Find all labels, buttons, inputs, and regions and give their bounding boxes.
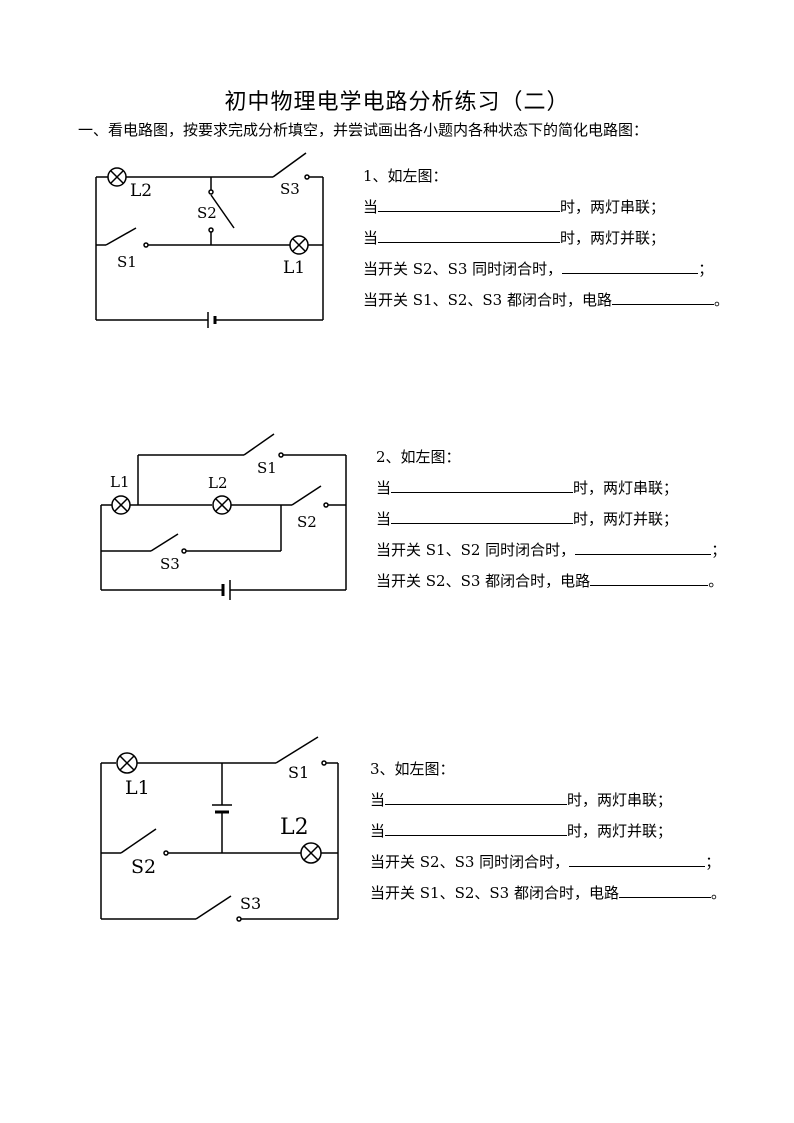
q3-parallel-line: 当时，两灯并联； bbox=[370, 821, 673, 840]
q1-line4-blank[interactable] bbox=[612, 290, 714, 305]
lamp-l2-symbol bbox=[212, 495, 232, 515]
question-1-heading: 1、如左图： bbox=[363, 167, 448, 185]
question-3-heading: 3、如左图： bbox=[370, 760, 455, 778]
q1-line4: 当开关 S1、S2、S3 都闭合时，电路。 bbox=[363, 290, 730, 309]
circuit-diagram-2 bbox=[96, 428, 356, 603]
q3-series-line: 当时，两灯串联； bbox=[370, 790, 673, 809]
lamp-l2-symbol bbox=[107, 167, 127, 187]
q2-series-blank[interactable] bbox=[391, 478, 574, 493]
circuit-diagram-1 bbox=[90, 150, 340, 335]
q2-line4-blank[interactable] bbox=[590, 571, 709, 586]
q1-series-line: 当时，两灯串联； bbox=[363, 197, 666, 216]
q3-line3-blank[interactable] bbox=[569, 852, 706, 867]
lamp-l1-symbol bbox=[116, 752, 138, 774]
circuit1-label-l1: L1 bbox=[283, 258, 306, 278]
q2-line4: 当开关 S2、S3 都闭合时，电路。 bbox=[376, 571, 724, 590]
circuit1-label-s1: S1 bbox=[117, 253, 137, 271]
lamp-l2-symbol bbox=[300, 842, 322, 864]
circuit2-label-s3: S3 bbox=[160, 555, 180, 573]
q2-parallel-blank[interactable] bbox=[391, 509, 574, 524]
circuit3-label-s3: S3 bbox=[240, 894, 262, 913]
q2-series-line: 当时，两灯串联； bbox=[376, 478, 679, 497]
question-2-heading: 2、如左图： bbox=[376, 448, 461, 466]
circuit3-label-s1: S1 bbox=[288, 763, 310, 782]
lamp-l1-symbol bbox=[111, 495, 131, 515]
circuit3-label-l2: L2 bbox=[280, 815, 309, 840]
circuit1-label-s3: S3 bbox=[280, 180, 300, 198]
q2-parallel-line: 当时，两灯并联； bbox=[376, 509, 679, 528]
circuit3-label-l1: L1 bbox=[125, 777, 150, 799]
circuit2-label-l2: L2 bbox=[208, 474, 228, 492]
page-title: 初中物理电学电路分析练习（二） bbox=[224, 90, 570, 115]
q3-series-blank[interactable] bbox=[385, 790, 568, 805]
q1-parallel-blank[interactable] bbox=[378, 228, 561, 243]
instruction-text: 一、看电路图，按要求完成分析填空，并尝试画出各小题内各种状态下的简化电路图： bbox=[78, 121, 649, 139]
q3-line4: 当开关 S1、S2、S3 都闭合时，电路。 bbox=[370, 883, 727, 902]
q2-line3-blank[interactable] bbox=[575, 540, 712, 555]
circuit1-label-s2: S2 bbox=[197, 204, 217, 222]
q3-parallel-blank[interactable] bbox=[385, 821, 568, 836]
q2-line3: 当开关 S1、S2 同时闭合时，； bbox=[376, 540, 727, 559]
circuit2-label-s1: S1 bbox=[257, 459, 277, 477]
circuit3-label-s2: S2 bbox=[131, 856, 157, 878]
q3-line4-blank[interactable] bbox=[619, 883, 711, 898]
circuit2-label-l1: L1 bbox=[110, 473, 130, 491]
q3-line3: 当开关 S2、S3 同时闭合时，； bbox=[370, 852, 721, 871]
q1-series-blank[interactable] bbox=[378, 197, 561, 212]
circuit1-label-l2: L2 bbox=[130, 181, 153, 201]
circuit2-label-s2: S2 bbox=[297, 513, 317, 531]
lamp-l1-symbol bbox=[289, 235, 309, 255]
q1-line3: 当开关 S2、S3 同时闭合时，； bbox=[363, 259, 714, 278]
circuit-diagram-3 bbox=[96, 733, 346, 933]
q1-line3-blank[interactable] bbox=[562, 259, 699, 274]
q1-parallel-line: 当时，两灯并联； bbox=[363, 228, 666, 247]
